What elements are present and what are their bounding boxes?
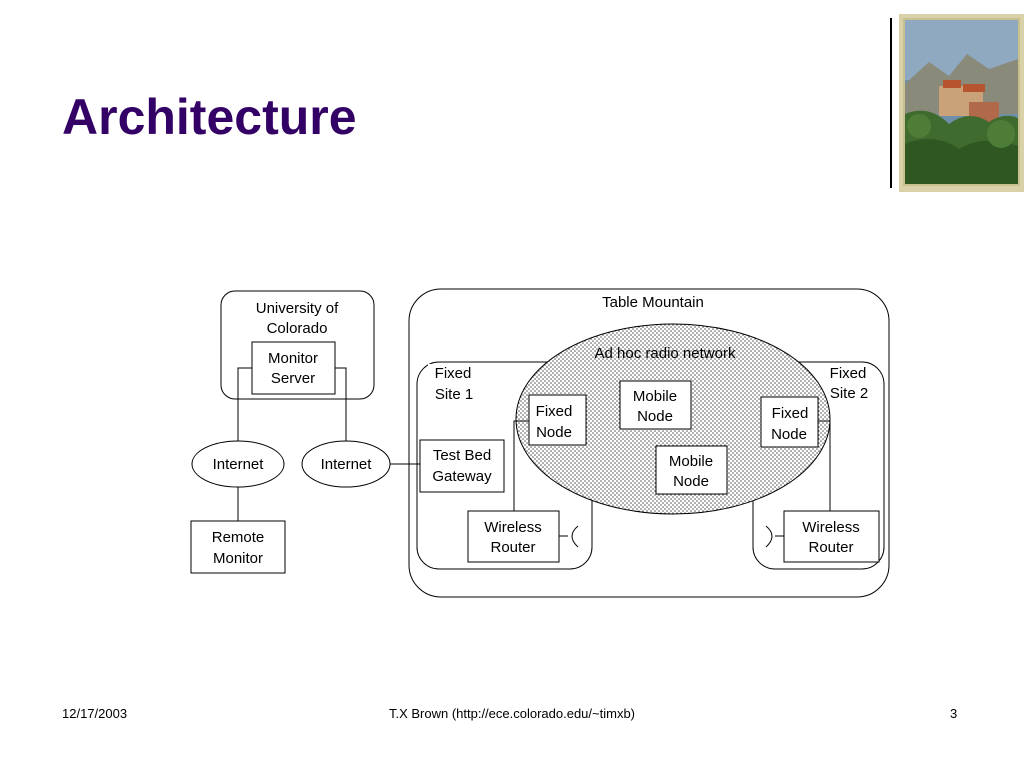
mobile-node-1-line1: Mobile	[633, 388, 677, 405]
internet-right-label: Internet	[321, 456, 373, 473]
fixed-site2-line1: Fixed	[830, 365, 867, 382]
table-mountain-container	[408, 288, 890, 598]
table-mountain-label: Table Mountain	[602, 294, 704, 311]
router-right-line1: Wireless	[802, 519, 860, 536]
fixed-node-left-line2: Node	[536, 424, 572, 441]
router-left-box	[467, 510, 560, 563]
fixed-node-right-line1: Fixed	[772, 405, 809, 422]
footer-credit: T.X Brown (http://ece.colorado.edu/~timx…	[388, 706, 636, 721]
remote-monitor-line2: Monitor	[213, 550, 263, 567]
monitor-server-box	[251, 341, 336, 395]
fixed-node-left-line1: Fixed	[536, 403, 573, 420]
server-to-internet-right-link	[335, 367, 347, 442]
remote-monitor-line1: Remote	[212, 529, 265, 546]
mobile-node-1-line2: Node	[637, 408, 673, 425]
fixed-node-right-link	[818, 420, 831, 511]
fixed-node-right-line2: Node	[771, 426, 807, 443]
internet-left-label: Internet	[213, 456, 265, 473]
router-left-line2: Router	[490, 539, 535, 556]
adhoc-network-label: Ad hoc radio network	[595, 345, 736, 362]
remote-monitor-box	[190, 520, 286, 574]
university-container	[220, 290, 375, 400]
antenna-icon	[765, 525, 773, 548]
gateway-box	[419, 439, 505, 493]
router-left-line1: Wireless	[484, 519, 542, 536]
campus-photo	[889, 14, 1024, 194]
fixed-site1-line1: Fixed	[435, 365, 472, 382]
mobile-node-2-line2: Node	[673, 473, 709, 490]
university-label-line1: University of	[256, 300, 339, 317]
server-to-internet-left-link	[237, 367, 252, 442]
mobile-node-2-line1: Mobile	[669, 453, 713, 470]
slide-title: Architecture	[62, 89, 357, 145]
router-right-line2: Router	[808, 539, 853, 556]
monitor-server-line1: Monitor	[268, 350, 318, 367]
fixed-node-left-link	[513, 420, 529, 511]
gateway-line2: Gateway	[432, 468, 492, 485]
fixed-node-left-box	[528, 394, 587, 446]
mobile-node-1-box	[619, 380, 692, 430]
gateway-line1: Test Bed	[433, 447, 491, 464]
antenna-icon	[571, 525, 579, 548]
fixed-site2-line2: Site 2	[830, 385, 868, 402]
fixed-node-right-box	[760, 396, 819, 448]
university-label-line2: Colorado	[267, 320, 328, 337]
footer-date: 12/17/2003	[62, 706, 128, 721]
fixed-site1-line2: Site 1	[435, 386, 473, 403]
footer-page-number: 3	[950, 706, 958, 721]
mobile-node-2-box	[655, 445, 728, 495]
router-right-box	[783, 510, 880, 563]
monitor-server-line2: Server	[271, 370, 315, 387]
